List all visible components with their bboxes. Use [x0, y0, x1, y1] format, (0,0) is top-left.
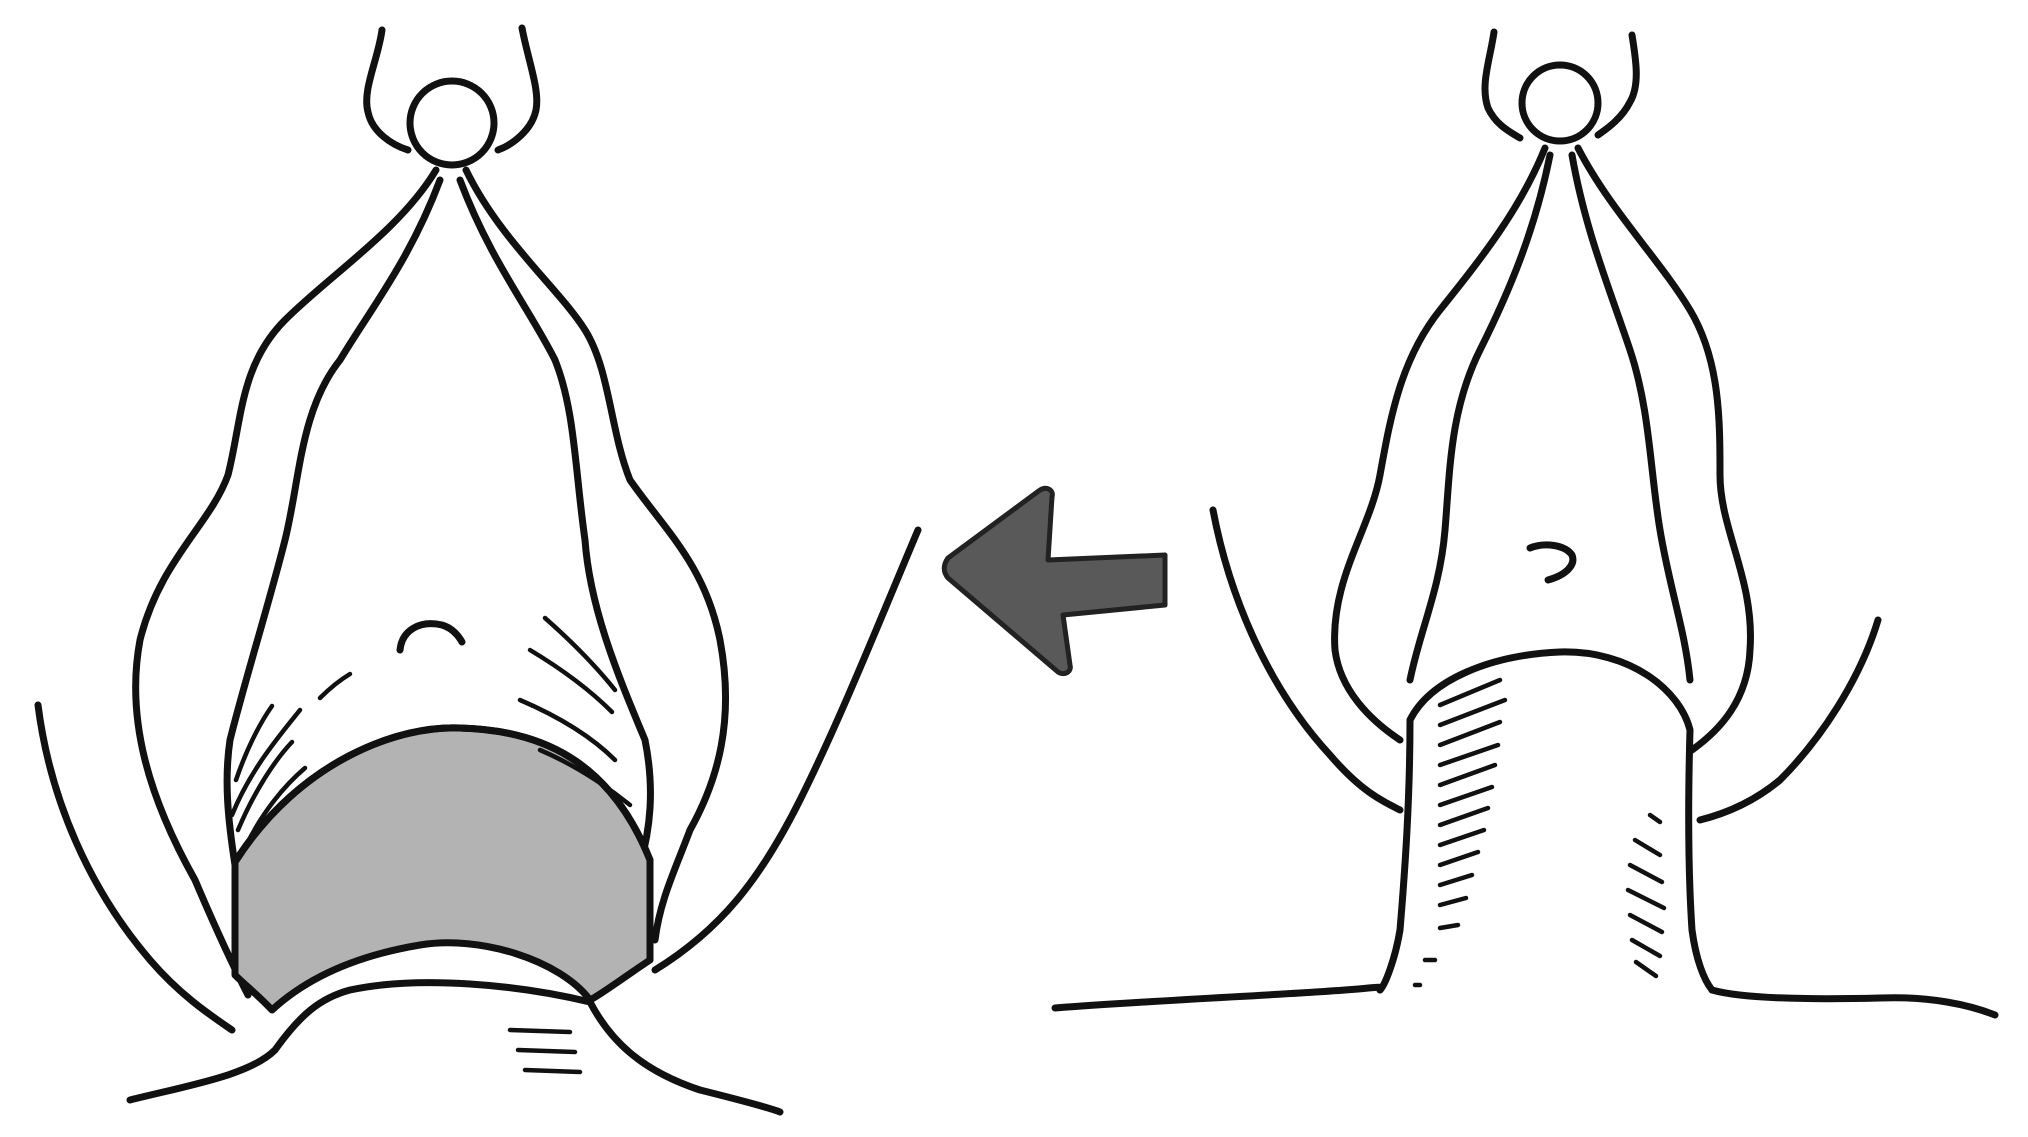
- right-side-retractor-left: [1209, 506, 1404, 814]
- right-side-retractor-right: [1696, 616, 1882, 824]
- arrow-left: [941, 485, 1168, 677]
- right-clamp: [1481, 28, 1640, 145]
- left-clamp: [363, 24, 541, 169]
- right-cervix: [1376, 648, 1716, 994]
- left-side-retractor-right: [651, 526, 922, 974]
- right-hatching: [1412, 677, 1667, 988]
- right-base: [1051, 983, 1999, 1019]
- left-hatching: [229, 615, 633, 851]
- right-outer-fold: [1331, 144, 1754, 754]
- left-external-os-mark: [396, 620, 466, 654]
- right-panel: [1051, 28, 1999, 1019]
- left-base: [126, 979, 784, 1116]
- right-external-os-mark: [1526, 541, 1577, 584]
- left-outer-fold: [132, 166, 730, 999]
- left-side-retractor-left: [34, 701, 236, 1034]
- left-inner-fold: [223, 176, 654, 869]
- right-inner-fold: [1406, 151, 1694, 684]
- left-panel: [34, 24, 922, 1116]
- right-clamp-ring: [1518, 61, 1602, 145]
- left-clamp-ring: [406, 77, 498, 169]
